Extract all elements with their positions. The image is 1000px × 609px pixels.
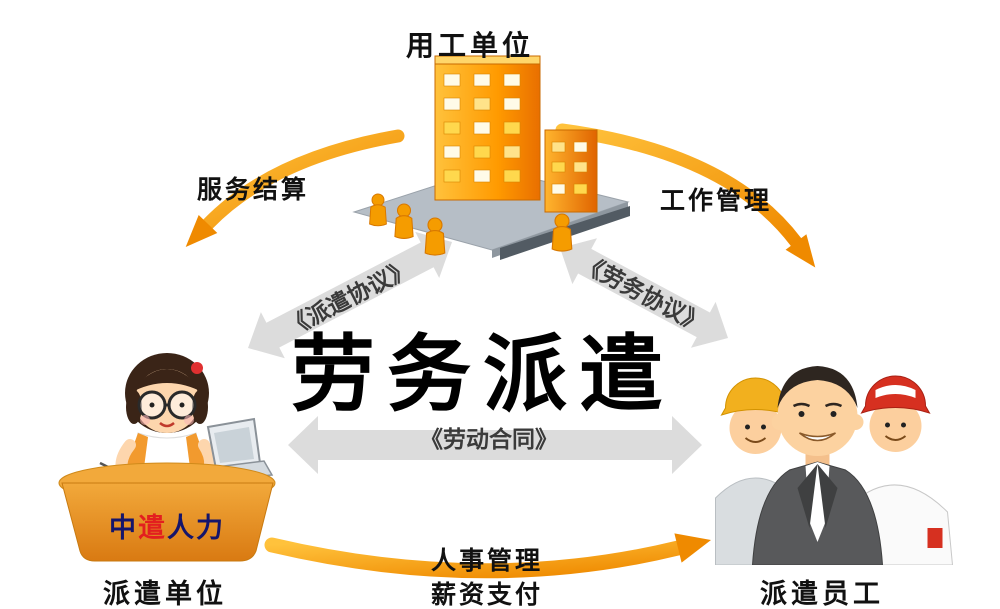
worker-center <box>751 366 884 565</box>
woman-glasses <box>137 390 197 420</box>
woman-eye-left <box>149 402 155 408</box>
arrow-service-settlement <box>185 129 405 247</box>
label-employees: 派遣员工 <box>760 579 884 609</box>
desk-sign: 中遣人力 <box>109 506 225 545</box>
label-dispatch-unit: 派遣单位 <box>103 579 227 609</box>
arrow-work-management <box>555 123 816 268</box>
dispatch-woman-illustration <box>58 353 276 562</box>
figure-person-4 <box>551 213 573 252</box>
woman-hair-side-left <box>126 390 142 424</box>
desk-sign-part-3: 人力 <box>167 513 225 543</box>
band-label-labor-contract: 《劳动合同》 <box>420 426 558 452</box>
woman-eye-right <box>179 402 185 408</box>
arrow-label-salary-payment: 薪资支付 <box>430 581 544 609</box>
woman-smile <box>159 422 175 428</box>
employees-illustration <box>715 366 954 565</box>
arrow-label-hr-management: 人事管理 <box>430 547 544 575</box>
woman-blush-right <box>184 415 194 425</box>
arrow-hr-salary <box>264 533 711 579</box>
woman-hair-side-right <box>192 390 208 424</box>
desk-sign-part-1: 中 <box>109 513 138 543</box>
woman-hair-accessory <box>191 362 203 374</box>
woman-bangs <box>130 369 204 393</box>
arrow-label-work-management: 工作管理 <box>660 187 773 215</box>
worker-left <box>715 377 796 565</box>
worker-right <box>847 375 954 565</box>
figure-person-2 <box>394 203 414 239</box>
band-dispatch-agreement <box>248 231 452 359</box>
desk-front-panel <box>61 482 274 562</box>
center-title: 劳务派遣 <box>290 324 676 424</box>
building-illustration <box>352 55 630 260</box>
figure-person-3 <box>424 217 446 256</box>
desk-sign-part-2: 遣 <box>138 513 167 543</box>
figure-person-1 <box>369 193 387 227</box>
building-windows <box>443 73 521 183</box>
woman-blush-left <box>140 415 150 425</box>
label-employer: 用工单位 <box>405 30 535 61</box>
arrow-label-service-settlement: 服务结算 <box>197 176 310 204</box>
building-main-tower-cap <box>434 55 541 65</box>
band-labor-service-agreement <box>560 238 728 348</box>
band-labor-contract <box>288 416 702 474</box>
building-secondary-windows <box>551 141 588 195</box>
